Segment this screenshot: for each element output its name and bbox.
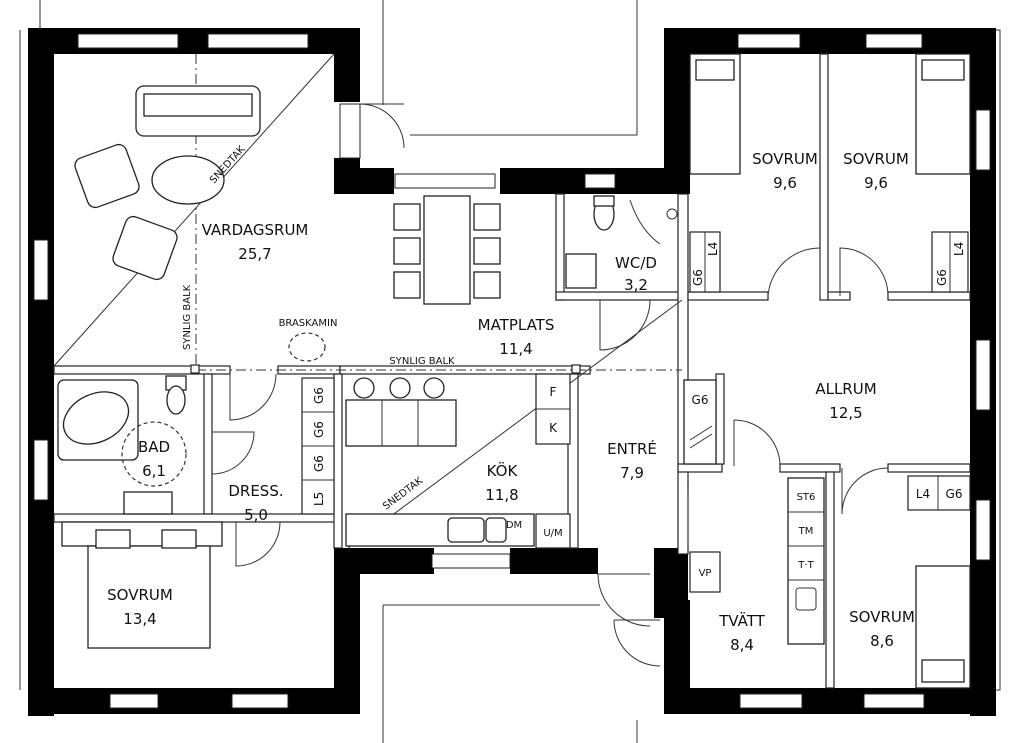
synlig-balk-label-1: SYNLIG BALK bbox=[182, 284, 193, 350]
storage-l5: L5 bbox=[312, 492, 326, 506]
storage-l4-wc: L4 bbox=[706, 242, 720, 256]
door-swings bbox=[211, 103, 889, 667]
room-labels: VARDAGSRUM 25,7 MATPLATS 11,4 WC/D 3,2 S… bbox=[107, 150, 915, 654]
laundry-tm: TM bbox=[798, 526, 814, 537]
room-bad-name: BAD bbox=[138, 438, 170, 456]
furniture bbox=[57, 53, 971, 689]
storage-um: U/M bbox=[543, 528, 562, 539]
room-dress-area: 5,0 bbox=[244, 506, 268, 524]
storage-g6-b: G6 bbox=[312, 421, 326, 438]
room-sovrum4-name: SOVRUM bbox=[849, 608, 915, 626]
room-wc-area: 3,2 bbox=[624, 276, 648, 294]
storage-dm: DM bbox=[506, 520, 522, 531]
synlig-balk-label-2: SYNLIG BALK bbox=[389, 356, 455, 367]
room-bad-area: 6,1 bbox=[142, 462, 166, 480]
room-vardagsrum-area: 25,7 bbox=[238, 245, 271, 263]
laundry-tt: T·T bbox=[797, 560, 814, 571]
room-sovrum1-name: SOVRUM bbox=[752, 150, 818, 168]
room-wc-name: WC/D bbox=[615, 254, 657, 272]
room-allrum-area: 12,5 bbox=[829, 404, 862, 422]
room-dress-name: DRESS. bbox=[228, 482, 283, 500]
room-sovrum1-area: 9,6 bbox=[773, 174, 797, 192]
exterior-walls bbox=[28, 28, 996, 716]
storage-k: K bbox=[549, 421, 558, 435]
heat-pump-vp: VP bbox=[699, 568, 712, 579]
storage-g6-wc: G6 bbox=[691, 269, 705, 286]
storage-g6-entre: G6 bbox=[692, 393, 709, 407]
storage-g6-s4: G6 bbox=[946, 487, 963, 501]
braskamin-label: BRASKAMIN bbox=[279, 318, 338, 329]
storage-labels: G6 G6 G6 L5 G6 L4 G6 L4 G6 L4 G6 F K DM … bbox=[312, 242, 966, 579]
room-tvatt-name: TVÄTT bbox=[718, 611, 765, 630]
windows bbox=[33, 33, 991, 709]
room-sovrum2-area: 9,6 bbox=[864, 174, 888, 192]
room-vardagsrum-name: VARDAGSRUM bbox=[202, 221, 309, 239]
laundry-st6: ST6 bbox=[797, 492, 816, 503]
room-matplats-area: 11,4 bbox=[499, 340, 532, 358]
room-allrum-name: ALLRUM bbox=[815, 380, 876, 398]
room-matplats-name: MATPLATS bbox=[478, 316, 555, 334]
room-sovrum3-name: SOVRUM bbox=[107, 586, 173, 604]
room-entre-area: 7,9 bbox=[620, 464, 644, 482]
room-tvatt-area: 8,4 bbox=[730, 636, 754, 654]
room-sovrum4-area: 8,6 bbox=[870, 632, 894, 650]
room-kok-name: KÖK bbox=[487, 461, 519, 480]
storage-g6-c: G6 bbox=[312, 455, 326, 472]
ceiling-annotations bbox=[53, 53, 683, 549]
room-kok-area: 11,8 bbox=[485, 486, 518, 504]
storage-l4-s2: L4 bbox=[952, 242, 966, 256]
storage-l4-s4: L4 bbox=[916, 487, 930, 501]
storage-g6-s2: G6 bbox=[935, 269, 949, 286]
room-sovrum2-name: SOVRUM bbox=[843, 150, 909, 168]
room-entre-name: ENTRÉ bbox=[607, 439, 657, 458]
storage-units bbox=[301, 231, 971, 593]
storage-g6-a: G6 bbox=[312, 387, 326, 404]
room-sovrum3-area: 13,4 bbox=[123, 610, 156, 628]
storage-f: F bbox=[550, 385, 557, 399]
